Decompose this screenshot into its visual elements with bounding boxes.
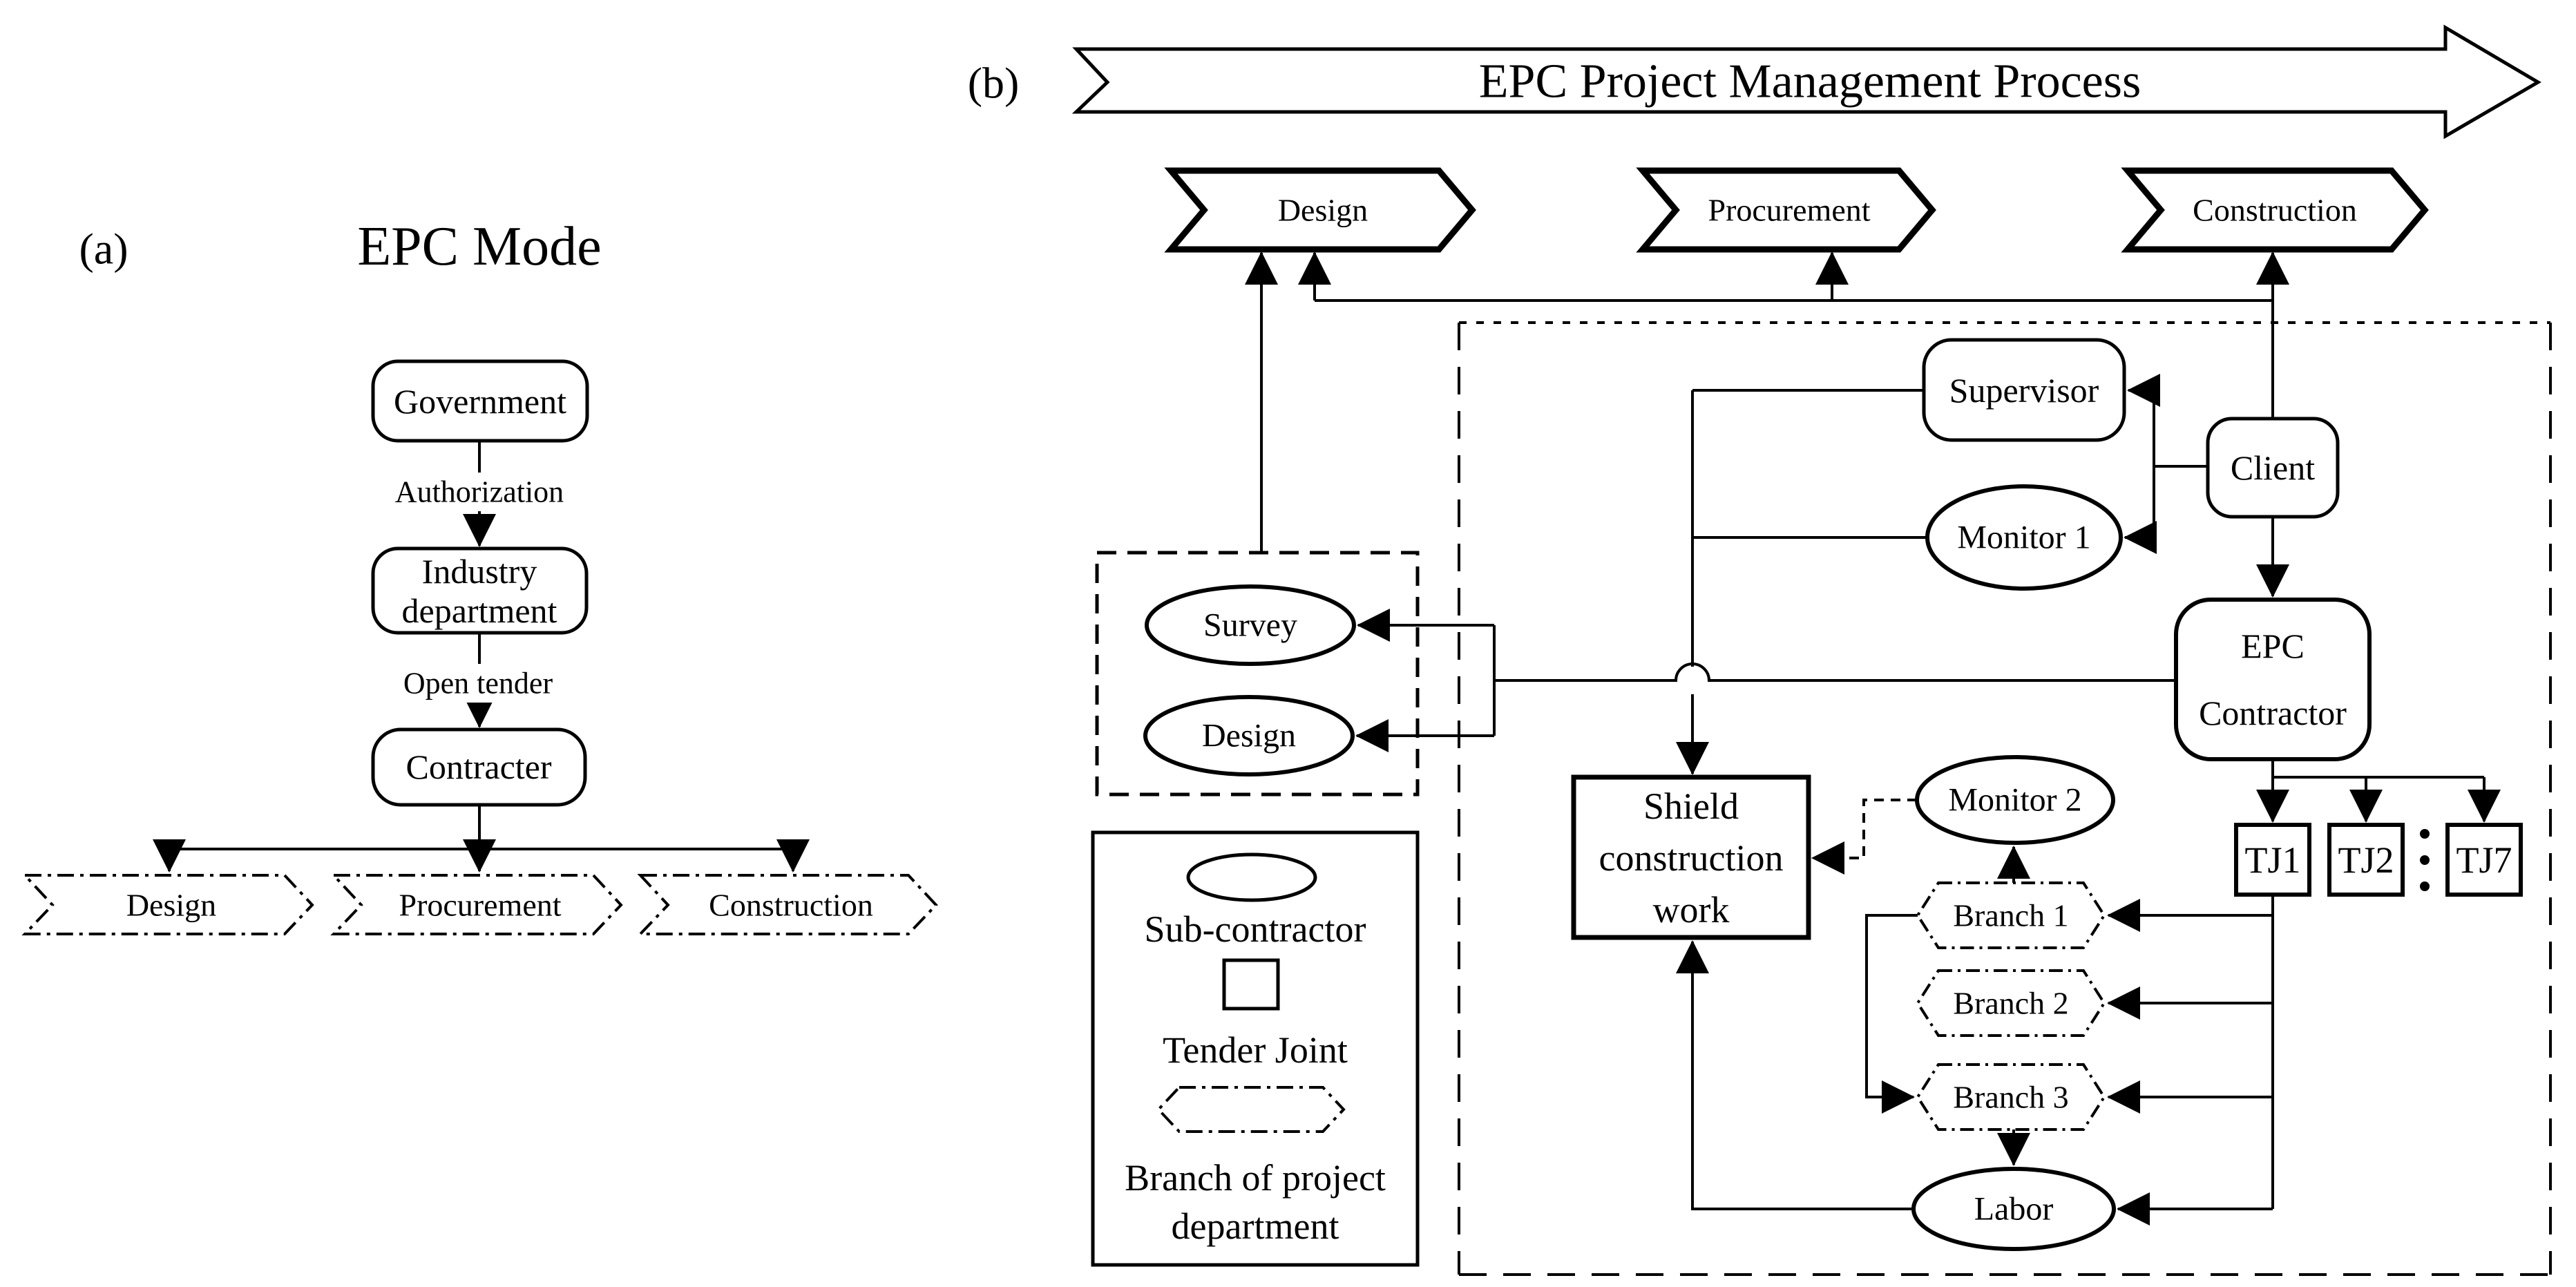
phase-a-construction-label: Construction bbox=[709, 888, 873, 923]
panel-a: (a) EPC Mode Government Industry departm… bbox=[21, 216, 938, 935]
epc-contractor-label-line1: EPC bbox=[2241, 627, 2305, 665]
legend-subcontractor-label: Sub-contractor bbox=[1145, 908, 1366, 950]
phase-a-design-chevron bbox=[21, 874, 314, 935]
tj1-label: TJ1 bbox=[2245, 839, 2301, 881]
shield-label-line3: work bbox=[1653, 889, 1730, 931]
legend-branch-symbol bbox=[1156, 1086, 1346, 1133]
edge-branch-1-to-branch-3 bbox=[1865, 914, 1918, 1114]
tj-ellipsis-dot bbox=[2420, 855, 2430, 865]
phase-b-procurement-chevron bbox=[1636, 167, 1936, 253]
design-label: Design bbox=[1202, 718, 1296, 754]
epc-contractor-label-line2: Contractor bbox=[2199, 694, 2347, 732]
tj7-label: TJ7 bbox=[2456, 839, 2512, 881]
panel-a-label: (a) bbox=[79, 225, 128, 274]
panel-b-label: (b) bbox=[968, 59, 1020, 108]
phase-a-design-label: Design bbox=[126, 888, 216, 923]
legend-subcontractor-symbol bbox=[1186, 852, 1317, 902]
design-node bbox=[1143, 695, 1355, 776]
industry-department-label-line2: department bbox=[402, 591, 557, 630]
phase-a-procurement-chevron bbox=[330, 874, 623, 935]
branch-3-label: Branch 3 bbox=[1953, 1080, 2068, 1115]
process-banner-title: EPC Project Management Process bbox=[1479, 55, 2141, 108]
shield-construction-work-node bbox=[1571, 774, 1811, 940]
legend: Sub-contractor Tender Joint Branch of pr… bbox=[1091, 830, 1420, 1267]
edge-epc-to-subcontract-bar bbox=[1494, 662, 2176, 682]
branch-1-node bbox=[1916, 881, 2106, 949]
tj-ellipsis-dot bbox=[2420, 829, 2430, 839]
labor-label: Labor bbox=[1974, 1191, 2054, 1228]
phase-b-procurement-label: Procurement bbox=[1708, 193, 1870, 228]
government-label: Government bbox=[394, 382, 566, 421]
phase-b-construction-chevron bbox=[2121, 167, 2429, 253]
phase-b-construction-label: Construction bbox=[2193, 193, 2357, 228]
client-label: Client bbox=[2231, 448, 2315, 487]
industry-department-label-line1: Industry bbox=[422, 552, 537, 591]
tj1-node bbox=[2234, 823, 2311, 897]
panel-b: (b) EPC Project Management Process Desig… bbox=[968, 24, 2552, 1276]
tj-ellipsis-dot bbox=[2420, 881, 2430, 891]
shield-label-line1: Shield bbox=[1643, 785, 1739, 827]
branch-1-label: Branch 1 bbox=[1953, 898, 2068, 933]
legend-branch-label-line1: Branch of project bbox=[1125, 1157, 1386, 1199]
survey-label: Survey bbox=[1203, 607, 1297, 644]
monitor-1-label: Monitor 1 bbox=[1957, 519, 2090, 556]
legend-tender-joint-label: Tender Joint bbox=[1163, 1029, 1348, 1071]
tj2-label: TJ2 bbox=[2338, 839, 2394, 881]
edge-labor-to-shield bbox=[1676, 940, 1914, 1210]
panel-a-title: EPC Mode bbox=[357, 216, 601, 277]
survey-node bbox=[1145, 584, 1356, 666]
monitor-2-label: Monitor 2 bbox=[1948, 782, 2081, 819]
contracter-label: Contracter bbox=[406, 747, 551, 786]
authorization-label-bg bbox=[379, 473, 580, 511]
shield-label-line2: construction bbox=[1599, 837, 1784, 879]
open-tender-label-bg bbox=[395, 664, 561, 703]
phase-b-design-chevron bbox=[1164, 167, 1476, 253]
supervisor-label: Supervisor bbox=[1949, 371, 2099, 410]
line-hop-mask bbox=[1679, 667, 1706, 694]
branch-3-node bbox=[1916, 1063, 2106, 1131]
open-tender-label: Open tender bbox=[403, 667, 553, 700]
branch-2-node bbox=[1916, 969, 2106, 1037]
branch-2-label: Branch 2 bbox=[1953, 986, 2068, 1021]
authorization-label: Authorization bbox=[395, 475, 564, 509]
phase-a-construction-chevron bbox=[637, 874, 938, 935]
tj2-node bbox=[2327, 823, 2405, 897]
tj7-node bbox=[2445, 823, 2523, 897]
process-banner-arrow bbox=[1071, 24, 2541, 140]
epc-contractor-node bbox=[2174, 598, 2372, 761]
legend-branch-label-line2: department bbox=[1172, 1205, 1339, 1247]
edge-monitor-2-to-shield-dashed bbox=[1811, 799, 1917, 875]
legend-box bbox=[1091, 830, 1420, 1267]
survey-design-group-box bbox=[1095, 551, 1420, 797]
phase-a-procurement-label: Procurement bbox=[399, 888, 561, 923]
phase-b-design-label: Design bbox=[1278, 193, 1368, 228]
legend-tender-joint-symbol bbox=[1222, 958, 1280, 1011]
